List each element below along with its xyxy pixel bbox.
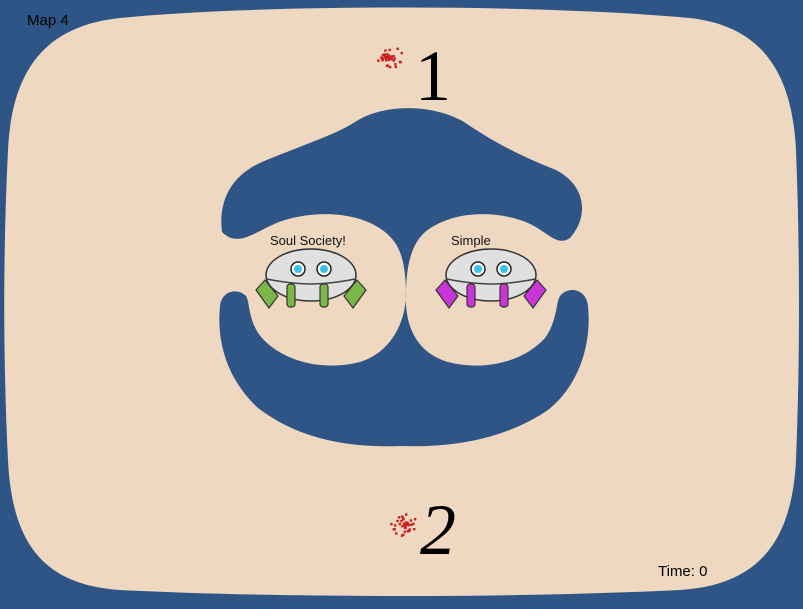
water-bowl [219, 226, 589, 447]
blood-dot [401, 515, 404, 518]
blood-dot [402, 522, 406, 525]
blood-dot [406, 530, 410, 533]
blood-dot [384, 56, 388, 59]
blood-dot [394, 65, 397, 69]
blood-dot [408, 528, 411, 531]
time-label: Time: 0 [658, 563, 708, 580]
blood-dot [408, 529, 411, 533]
blood-dot [392, 55, 395, 58]
blood-splat-2 [390, 513, 417, 537]
blood-dot [400, 534, 404, 537]
blood-dot [394, 63, 397, 66]
blood-dot [397, 516, 401, 519]
blood-dot [407, 524, 410, 527]
blood-dot [399, 61, 402, 64]
blood-dot [398, 522, 401, 526]
robot-foot-left [466, 283, 476, 308]
blood-dot [390, 522, 393, 526]
blood-dot [403, 530, 407, 533]
blood-dot [393, 524, 397, 527]
blood-dot [377, 59, 380, 62]
spawn-number-2: 2 [420, 490, 456, 570]
blood-dot [387, 58, 391, 61]
blood-dot [383, 53, 386, 56]
blood-dot [393, 57, 396, 60]
blood-dot [386, 53, 389, 56]
blood-dot [402, 533, 405, 536]
blood-dot [385, 59, 388, 62]
robot-leg-right [523, 279, 547, 310]
map-label: Map 4 [27, 12, 69, 29]
robot-foot-right [499, 283, 509, 308]
robot-leg-left [435, 279, 459, 310]
blood-dot [404, 526, 407, 530]
robot-leg-left [255, 279, 279, 310]
blood-dot [405, 513, 408, 516]
blood-dot [386, 56, 390, 59]
blood-dot [388, 65, 392, 69]
blood-dot [400, 519, 403, 523]
blood-dot [393, 528, 396, 531]
blood-dot [382, 57, 385, 60]
blood-dot [412, 522, 415, 526]
blood-dot [383, 54, 386, 58]
blood-dot [409, 519, 413, 522]
robot-foot-left [286, 283, 296, 308]
blood-dot [395, 532, 398, 535]
blood-dot [386, 64, 389, 67]
blood-dot [380, 56, 383, 59]
blood-dot [381, 54, 385, 57]
blood-dot [406, 522, 410, 525]
player-name-2: Simple [451, 233, 491, 248]
blood-dot [413, 518, 417, 521]
robot-leg-right [343, 279, 367, 310]
sand-island [4, 7, 799, 596]
blood-dot [396, 519, 399, 523]
blood-dot [402, 518, 405, 521]
water-arch [221, 108, 583, 262]
blood-dot [413, 528, 416, 531]
blood-dot [388, 56, 391, 59]
blood-dot [392, 59, 395, 62]
blood-dot [403, 524, 406, 527]
blood-dot [396, 47, 399, 50]
blood-dot [388, 48, 391, 52]
blood-dot [400, 51, 403, 55]
robot-body [445, 248, 537, 302]
player-robot-2 [435, 248, 547, 310]
blood-dot [390, 57, 393, 61]
blood-dot [390, 55, 393, 58]
blood-splat-1 [377, 47, 403, 69]
player-name-1: Soul Society! [270, 233, 346, 248]
robot-body [265, 248, 357, 302]
blood-dot [410, 523, 413, 527]
spawn-number-1: 1 [415, 36, 451, 116]
blood-dot [384, 49, 387, 52]
blood-dot [401, 525, 404, 528]
robot-foot-right [319, 283, 329, 308]
player-robot-1 [255, 248, 367, 310]
blood-dot [387, 54, 391, 57]
blood-dot [405, 523, 408, 526]
